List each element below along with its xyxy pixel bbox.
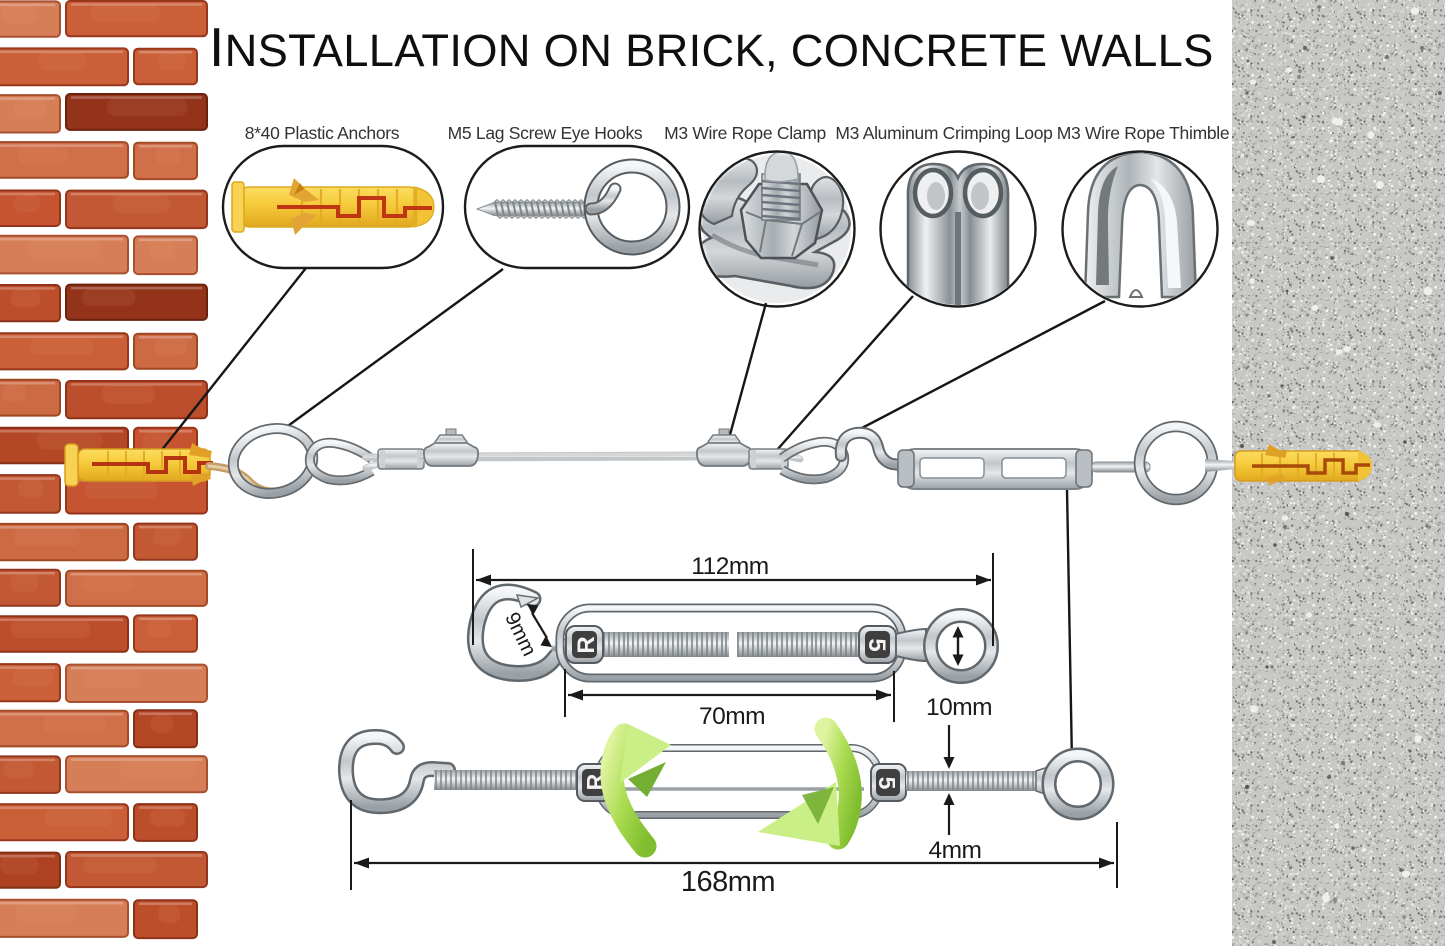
svg-text:M3 Wire Rope Thimble: M3 Wire Rope Thimble bbox=[1057, 123, 1230, 143]
svg-text:5: 5 bbox=[863, 638, 890, 651]
svg-text:INSTALLATION ON BRICK, CONCRET: INSTALLATION ON BRICK, CONCRETE WALLS bbox=[209, 16, 1214, 78]
svg-text:4mm: 4mm bbox=[929, 837, 982, 864]
svg-text:70mm: 70mm bbox=[699, 703, 765, 730]
svg-text:8*40 Plastic Anchors: 8*40 Plastic Anchors bbox=[245, 123, 400, 143]
svg-text:10mm: 10mm bbox=[926, 694, 992, 721]
svg-text:R: R bbox=[573, 636, 600, 653]
svg-text:112mm: 112mm bbox=[691, 553, 768, 580]
svg-text:M5 Lag Screw Eye Hooks: M5 Lag Screw Eye Hooks bbox=[448, 123, 643, 143]
svg-text:M3 Wire Rope Clamp: M3 Wire Rope Clamp bbox=[664, 123, 826, 143]
svg-text:M3 Aluminum Crimping Loop: M3 Aluminum Crimping Loop bbox=[835, 123, 1052, 143]
svg-text:5: 5 bbox=[874, 777, 900, 790]
svg-text:168mm: 168mm bbox=[681, 866, 775, 898]
